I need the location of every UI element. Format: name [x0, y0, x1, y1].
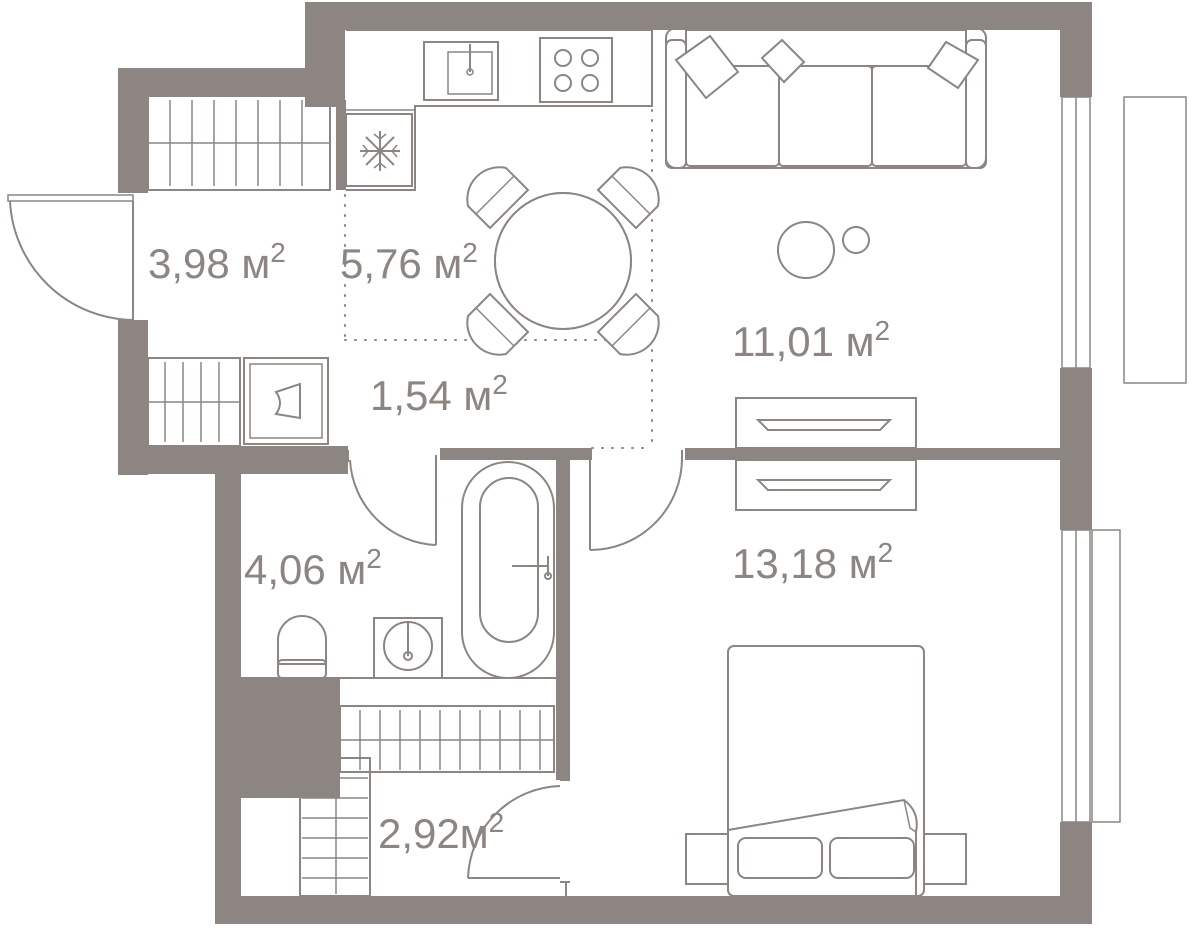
wall-hall-top — [118, 68, 345, 96]
wall-kitchen-left — [336, 100, 346, 190]
wall-right-bottom — [1060, 822, 1092, 924]
bedroom-door — [589, 450, 683, 551]
hall-wardrobe-bottom — [147, 357, 241, 447]
snowflake-icon — [360, 131, 400, 171]
pillow — [760, 38, 806, 84]
bathroom-sink — [373, 617, 443, 679]
toilet — [277, 615, 327, 679]
pillow — [829, 837, 915, 879]
balcony-frame — [1123, 96, 1187, 384]
pillow — [737, 837, 823, 879]
hall-wardrobe-top — [147, 95, 331, 191]
bed — [685, 645, 967, 897]
area-labels: 3,98 м2 5,76 м2 1,54 м2 11,01 м2 4,06 м2… — [148, 237, 893, 857]
chair-bottom-right — [596, 292, 660, 356]
coffee-tables — [777, 221, 870, 279]
wall-left-upper — [118, 68, 148, 193]
dining-table — [466, 166, 660, 356]
area-label-hall: 3,98 м2 — [148, 237, 286, 287]
wall-bath-right — [556, 448, 570, 780]
wall-service-block — [215, 678, 340, 798]
chair-top-right — [596, 166, 660, 230]
wall-right-middle — [1060, 368, 1092, 530]
pillow — [926, 40, 980, 90]
chair-bottom-left — [466, 292, 530, 356]
pillow — [674, 34, 740, 100]
zone-boundaries — [344, 109, 653, 449]
area-label-bedroom: 13,18 м2 — [732, 537, 893, 587]
kitchen-stove — [539, 37, 613, 103]
chair-top-left — [466, 166, 530, 230]
area-label-living: 11,01 м2 — [732, 315, 890, 365]
fridge — [345, 113, 413, 187]
wall-bottom — [215, 896, 1060, 924]
washing-machine — [243, 357, 329, 445]
wardrobe-storage-left — [299, 757, 371, 897]
wall-bedroom-top — [685, 448, 1060, 460]
entrance-door — [7, 194, 134, 321]
bathroom-door — [347, 450, 437, 546]
tv-console-living — [735, 397, 917, 449]
tv-console-bedroom — [735, 459, 917, 511]
bathtub — [461, 461, 555, 679]
wall-right-top — [1060, 2, 1092, 97]
area-label-bathroom: 4,06 м2 — [244, 543, 382, 593]
windows — [1061, 96, 1187, 823]
area-label-kitchen: 5,76 м2 — [340, 237, 478, 287]
sofa — [665, 27, 987, 169]
wall-top — [305, 2, 1065, 30]
area-label-wardrobe: 2,92м2 — [378, 807, 504, 857]
wardrobe-door — [467, 779, 570, 896]
wardrobe-storage-top — [339, 705, 555, 773]
wall-bath-top — [440, 448, 592, 460]
kitchen-counter — [346, 29, 653, 191]
walls — [118, 2, 1092, 924]
kitchen-sink — [423, 41, 499, 101]
area-label-corridor: 1,54 м2 — [370, 369, 508, 419]
